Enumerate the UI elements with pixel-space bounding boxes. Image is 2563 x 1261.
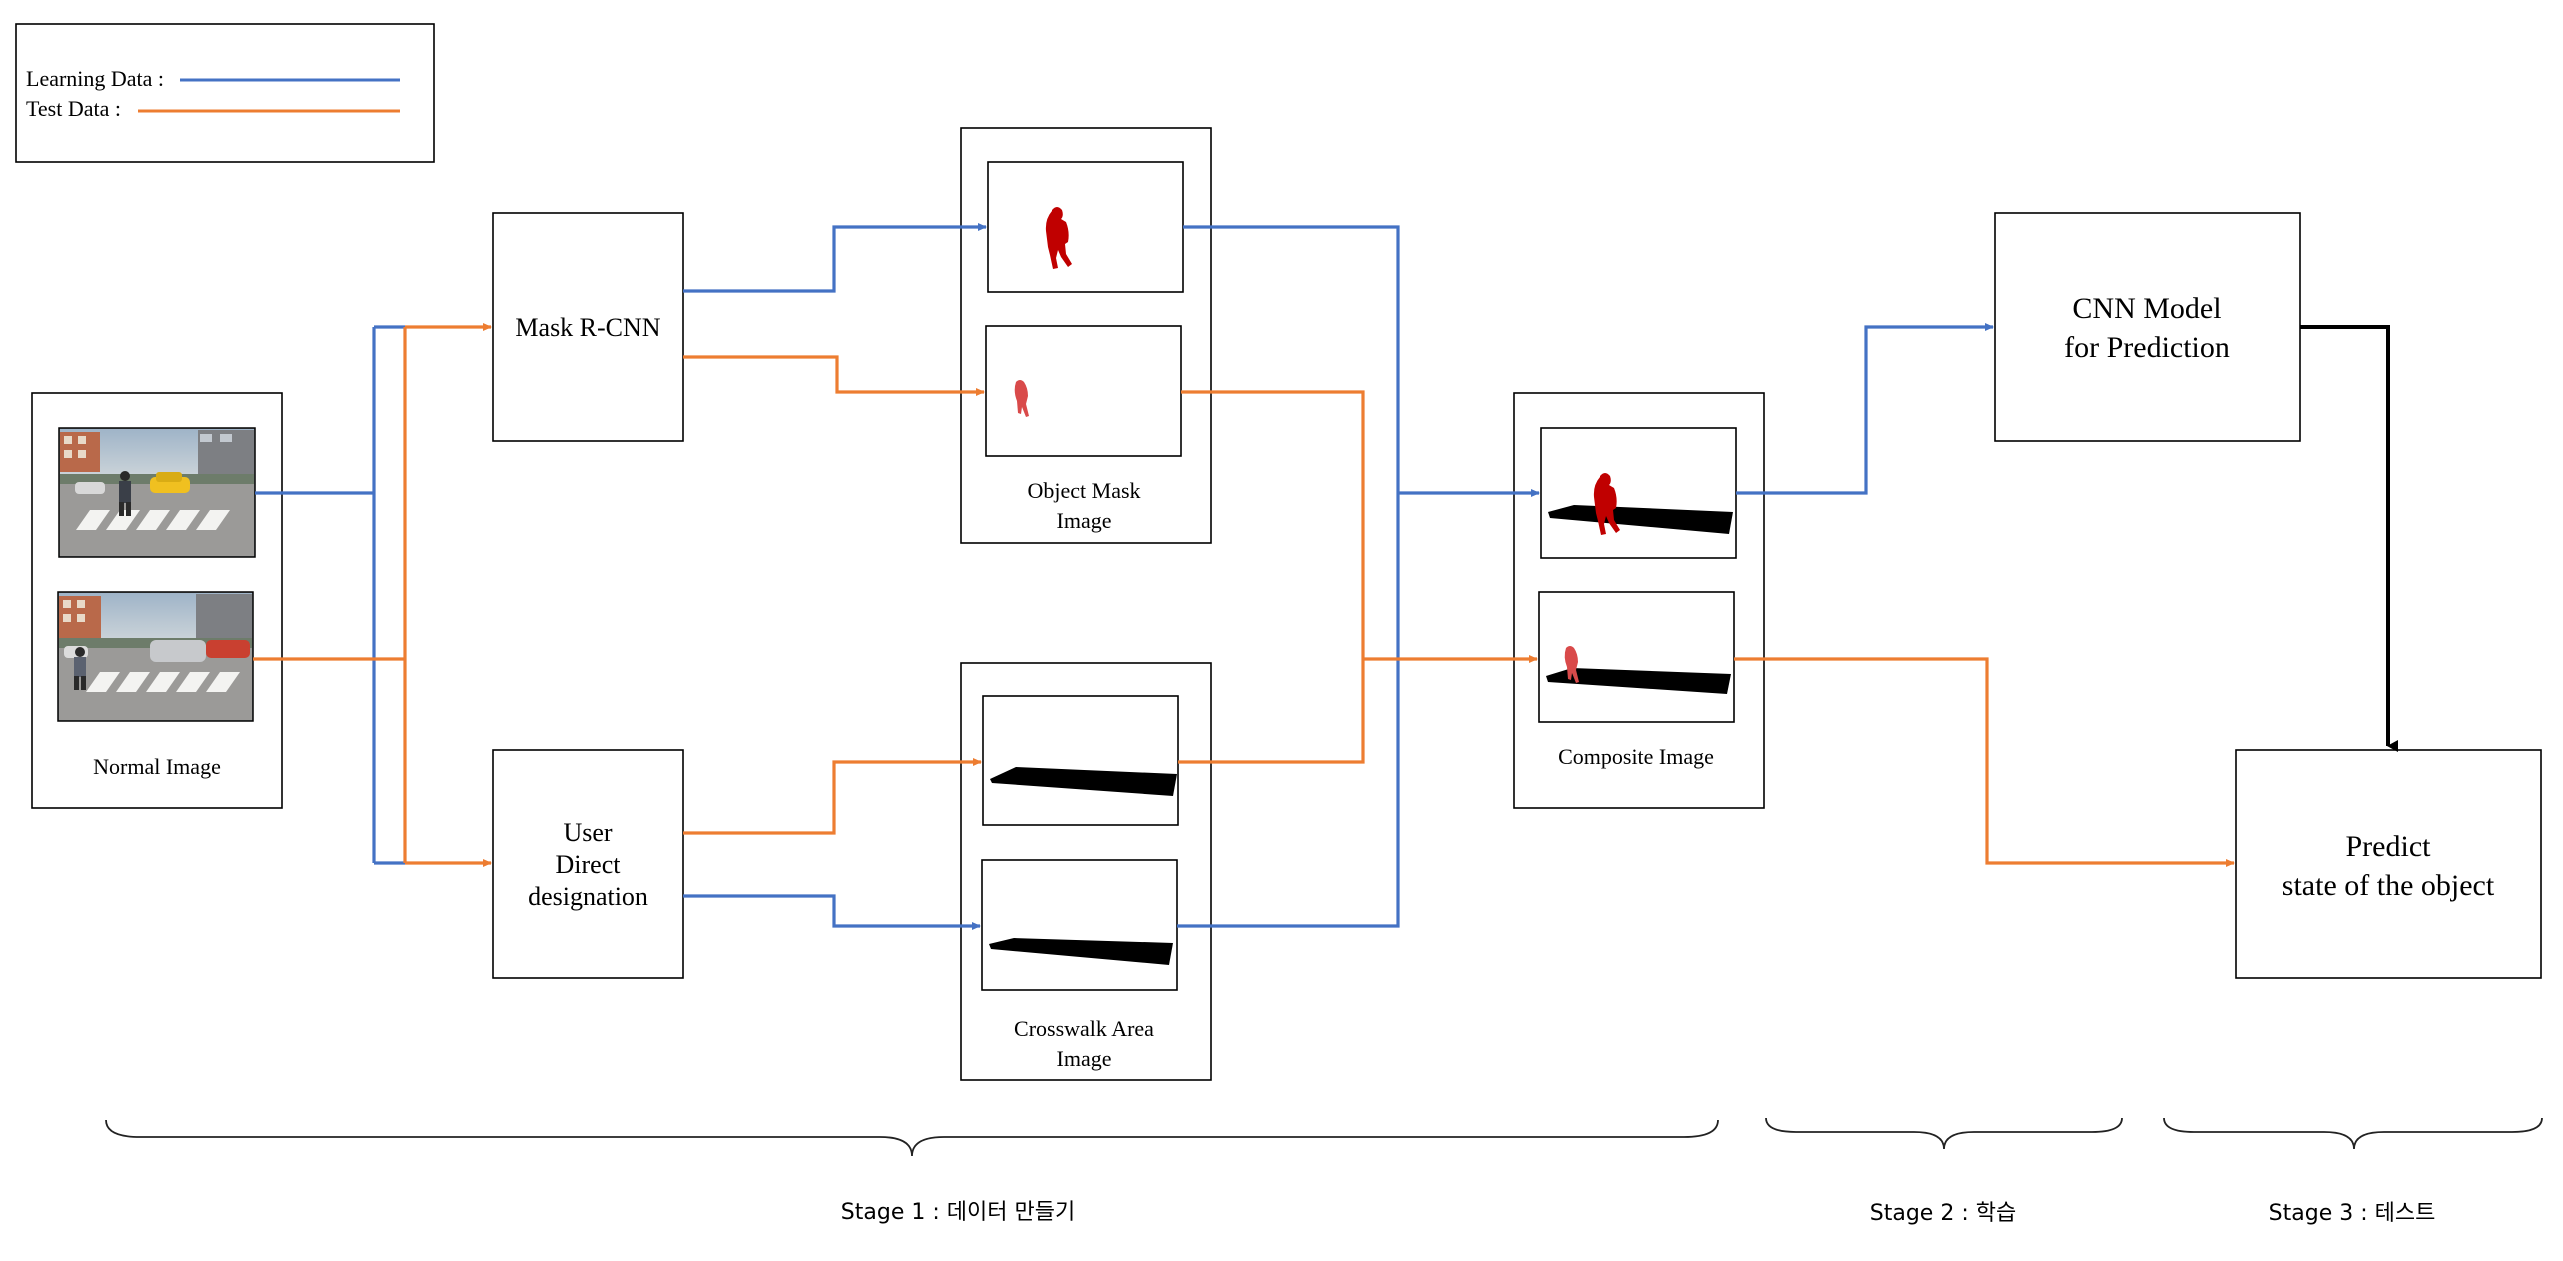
predict-line-1: Predict	[2346, 830, 2432, 863]
user-direct-designation-node: User Direct designation	[492, 749, 684, 979]
crosswalk-thumb-learning	[981, 859, 1178, 991]
predict-node: Predict state of the object	[2235, 749, 2542, 979]
connector-object-mask-to-merge-test	[1178, 390, 1365, 764]
pedestrian-mask-test	[1014, 380, 1029, 417]
mask-rcnn-box	[492, 212, 684, 442]
legend: Learning Data : Test Data :	[15, 23, 435, 163]
test-data-connectors	[253, 323, 2235, 867]
connector-composite-to-predict	[1734, 657, 2235, 867]
object-mask-image-node: Object Mask Image	[960, 127, 1212, 544]
object-mask-label-line-2: Image	[1057, 508, 1112, 533]
crosswalk-label-line-1: Crosswalk Area	[1014, 1016, 1154, 1041]
pedestrian-mask-learning	[1045, 207, 1072, 269]
cnn-model-node: CNN Model for Prediction	[1994, 212, 2301, 442]
stage-2-label: Stage 2 : 학습	[1870, 1201, 2016, 1226]
connector-user-direct-to-crosswalk	[683, 894, 981, 930]
composite-crosswalk-test	[1546, 668, 1731, 694]
stage-1-brace	[105, 1119, 1719, 1157]
legend-learning-label: Learning Data :	[26, 66, 164, 91]
connector-object-mask-to-merge	[1177, 225, 1400, 928]
composite-thumb-learning	[1540, 427, 1737, 559]
predict-line-2: state of the object	[2282, 869, 2495, 902]
legend-box	[15, 23, 435, 163]
crosswalk-area-image-node: Crosswalk Area Image	[960, 662, 1212, 1081]
user-direct-box	[492, 749, 684, 979]
learning-data-connectors	[255, 223, 1994, 930]
stage-3-brace	[2163, 1117, 2543, 1150]
connector-composite-to-cnn	[1736, 323, 1994, 495]
street-photo-learning	[58, 427, 256, 558]
object-mask-thumb-learning	[987, 161, 1184, 293]
composite-pedestrian-test	[1564, 646, 1579, 683]
mask-rcnn-node: Mask R-CNN	[492, 212, 684, 442]
composite-image-label: Composite Image	[1558, 744, 1714, 769]
normal-image-label: Normal Image	[93, 754, 221, 779]
composite-image-node: Composite Image	[1513, 392, 1765, 809]
cnn-model-line-2: for Prediction	[2064, 331, 2230, 364]
composite-pedestrian-learning	[1593, 473, 1620, 535]
stage-1-label: Stage 1 : 데이터 만들기	[841, 1200, 1075, 1225]
crosswalk-shape-learning	[989, 938, 1173, 965]
cnn-model-line-1: CNN Model	[2072, 292, 2221, 325]
connector-user-direct-to-crosswalk-test	[683, 758, 982, 835]
crosswalk-thumb-test	[982, 695, 1179, 826]
crosswalk-shape-test	[990, 767, 1177, 796]
composite-crosswalk-learning	[1548, 505, 1733, 534]
street-photo-test	[57, 591, 254, 722]
stage-braces	[105, 1117, 2543, 1157]
crosswalk-label-line-2: Image	[1057, 1046, 1112, 1071]
object-mask-label-line-1: Object Mask	[1027, 478, 1140, 503]
mask-rcnn-label: Mask R-CNN	[515, 313, 660, 342]
normal-image-group: Normal Image	[31, 392, 283, 809]
connector-mask-rcnn-to-object-mask-test	[683, 355, 985, 396]
connector-cnn-to-predict	[2300, 325, 2398, 752]
stage-2-brace	[1765, 1117, 2123, 1150]
user-direct-line-1: User	[563, 818, 612, 847]
predict-box	[2235, 749, 2542, 979]
legend-test-label: Test Data :	[26, 96, 121, 121]
user-direct-line-3: designation	[528, 882, 648, 911]
stage-3-label: Stage 3 : 테스트	[2269, 1201, 2436, 1226]
connector-mask-rcnn-to-object-mask	[683, 223, 987, 293]
cnn-model-box	[1994, 212, 2301, 442]
user-direct-line-2: Direct	[556, 850, 622, 879]
